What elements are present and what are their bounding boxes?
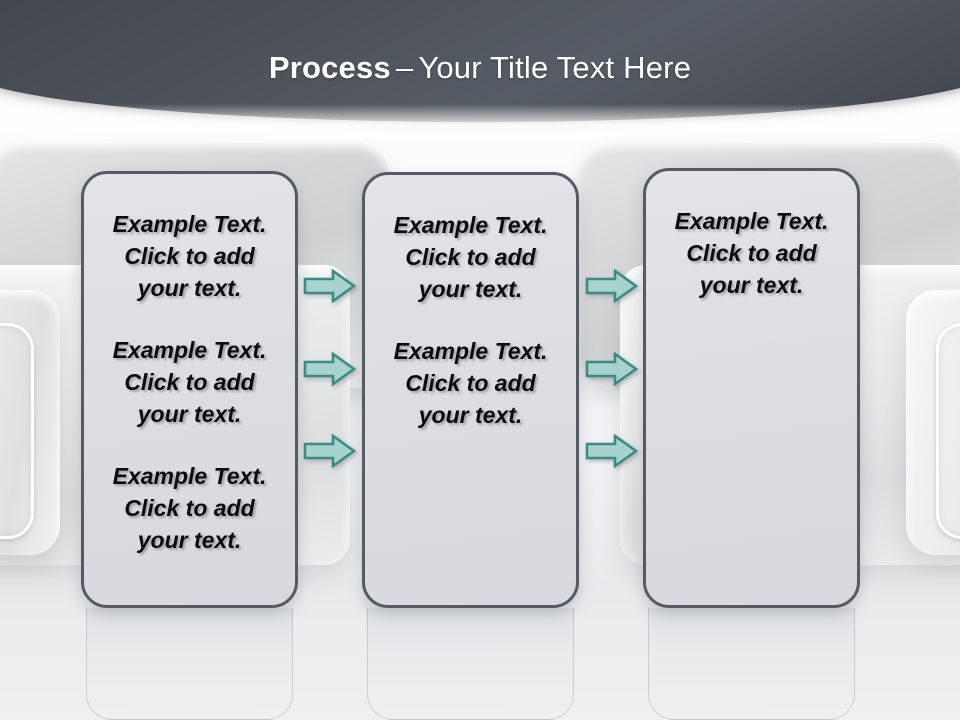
box-reflection-2 xyxy=(367,608,574,720)
text-line: Click to add xyxy=(124,495,255,521)
text-line: Click to add xyxy=(405,370,536,396)
arrow-right-icon[interactable] xyxy=(585,269,638,303)
text-line: your text. xyxy=(418,402,523,428)
arrow-right-icon[interactable] xyxy=(303,352,356,386)
text-block[interactable]: Example Text. Click to add your text. xyxy=(365,209,576,305)
page-title: Process–Your Title Text Here xyxy=(0,50,960,86)
text-line: Click to add xyxy=(405,244,536,270)
text-line: your text. xyxy=(137,401,242,427)
text-block[interactable]: Example Text. Click to add your text. xyxy=(84,208,295,304)
text-line: Example Text. xyxy=(112,463,267,489)
text-block[interactable]: Example Text. Click to add your text. xyxy=(84,334,295,430)
text-line: your text. xyxy=(137,527,242,553)
text-block[interactable]: Example Text. Click to add your text. xyxy=(646,205,857,301)
process-box-3-content: Example Text. Click to add your text. xyxy=(646,171,857,331)
text-line: your text. xyxy=(418,276,523,302)
process-box-3[interactable]: Example Text. Click to add your text. xyxy=(643,168,860,608)
text-line: Click to add xyxy=(124,369,255,395)
text-block[interactable]: Example Text. Click to add your text. xyxy=(84,460,295,556)
text-line: Example Text. xyxy=(112,211,267,237)
arrow-right-icon[interactable] xyxy=(303,434,356,468)
box-reflection-3 xyxy=(648,608,855,720)
title-band xyxy=(0,0,960,122)
arrow-right-icon[interactable] xyxy=(303,269,356,303)
text-line: Click to add xyxy=(686,240,817,266)
armchair-armrest-groove xyxy=(936,323,960,539)
text-line: Example Text. xyxy=(393,212,548,238)
arrow-right-icon[interactable] xyxy=(585,352,638,386)
text-line: your text. xyxy=(137,275,242,301)
text-line: Example Text. xyxy=(112,337,267,363)
box-reflection-1 xyxy=(86,608,293,720)
text-line: your text. xyxy=(699,272,804,298)
text-line: Example Text. xyxy=(674,208,829,234)
page-title-rest: Your Title Text Here xyxy=(418,50,692,85)
text-line: Example Text. xyxy=(393,338,548,364)
arrow-right-icon[interactable] xyxy=(585,434,638,468)
text-block[interactable]: Example Text. Click to add your text. xyxy=(365,335,576,431)
page-title-dash: – xyxy=(395,50,414,85)
text-line: Click to add xyxy=(124,243,255,269)
page-title-bold: Process xyxy=(268,50,391,85)
armchair-armrest-groove xyxy=(0,323,34,539)
